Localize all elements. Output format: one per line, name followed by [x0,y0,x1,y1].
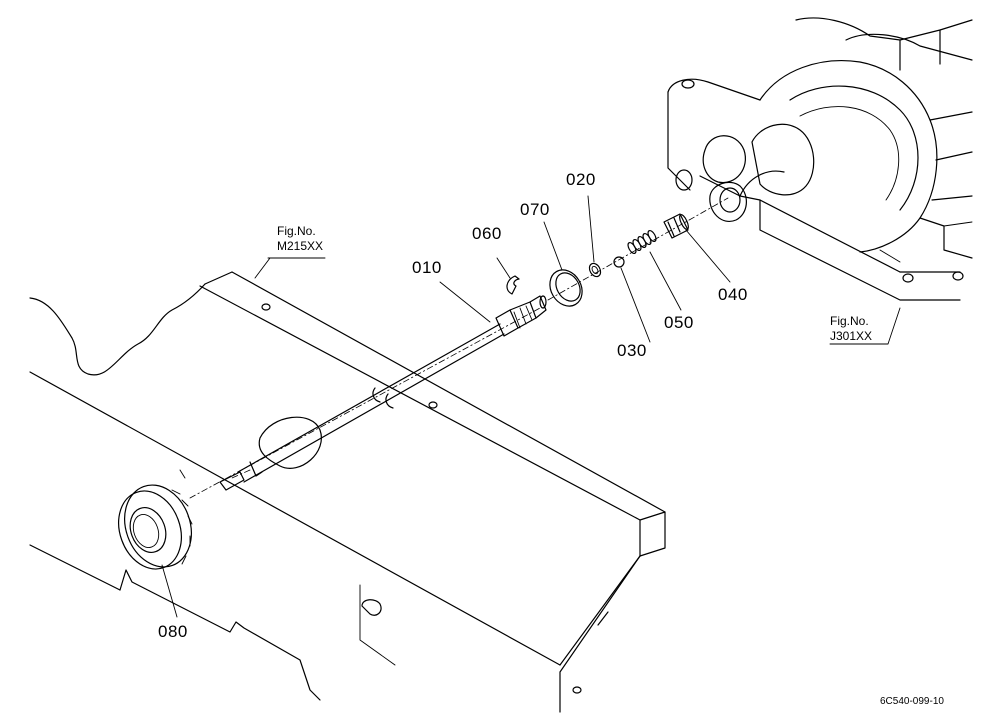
callout-050: 050 [664,313,694,332]
callout-010: 010 [412,258,442,277]
snap-ring-part-070 [549,269,583,307]
drawing-code: 6C540-099-10 [880,696,944,707]
callout-070: 070 [520,200,550,219]
callout-040: 040 [718,285,748,304]
o-ring-part-020 [588,262,602,278]
callout-020: 020 [566,170,596,189]
rear-axle-housing [667,17,973,301]
callout-080: 080 [158,622,188,641]
callout-030: 030 [617,341,647,360]
transmission-case-outline [29,271,666,713]
spring-part-050 [627,229,657,255]
plug-part-040 [663,213,689,239]
figure-ref-caption: Fig.No. [277,224,316,238]
seal-part-080 [118,484,193,570]
figure-ref-number: M215XX [277,239,324,253]
figure-ref-j301xx: Fig.No. J301XX [830,314,872,344]
shaft-part-010 [219,295,547,491]
clip-part-060 [506,275,520,295]
ball-part-030 [613,256,625,268]
leader-lines [161,195,901,618]
figure-ref-m215xx: Fig.No. M215XX [277,224,323,254]
figure-ref-caption: Fig.No. [830,314,869,328]
figure-ref-number: J301XX [830,329,873,343]
callout-060: 060 [472,224,502,243]
